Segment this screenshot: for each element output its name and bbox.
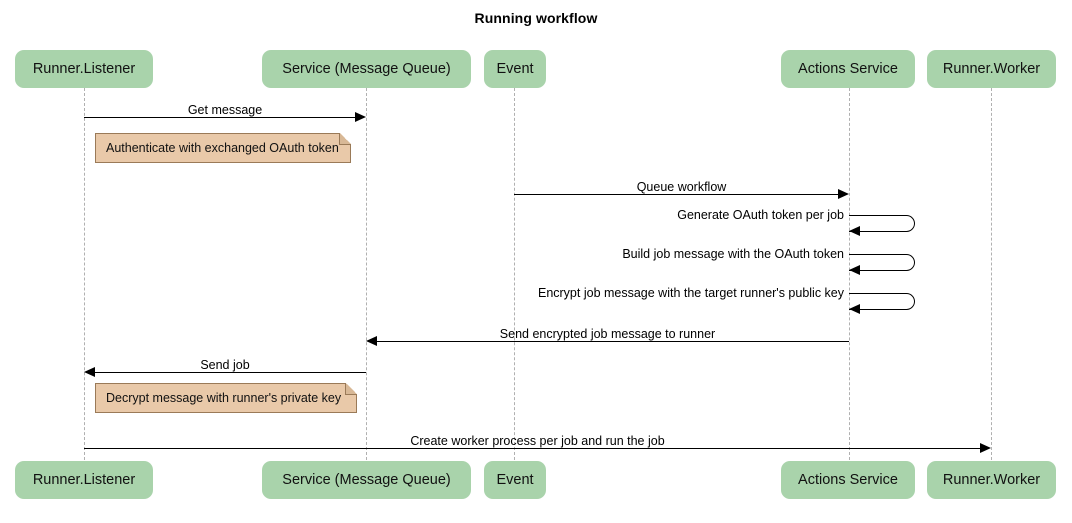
lifeline-runner-worker — [991, 88, 992, 460]
participant-actions-service-bottom[interactable]: Actions Service — [781, 461, 915, 499]
participant-service-message-queue-top[interactable]: Service (Message Queue) — [262, 50, 471, 88]
page-title: Running workflow — [474, 10, 598, 26]
note-fold-corner-icon — [345, 383, 357, 395]
arrowhead-send-encrypted-job-message — [366, 336, 377, 346]
message-label-queue-workflow: Queue workflow — [636, 180, 727, 194]
arrowhead-send-job — [84, 367, 95, 377]
note-authenticate-label: Authenticate with exchanged OAuth token — [106, 141, 339, 155]
arrowhead-build-job-message — [849, 265, 860, 275]
participant-event-bottom[interactable]: Event — [484, 461, 546, 499]
selfloop-encrypt-job-message — [849, 293, 915, 310]
participant-event-top[interactable]: Event — [484, 50, 546, 88]
message-line-get-message — [84, 117, 355, 118]
note-authenticate: Authenticate with exchanged OAuth token — [95, 133, 351, 163]
message-label-encrypt-job-message: Encrypt job message with the target runn… — [537, 286, 844, 300]
lifeline-service-message-queue — [366, 88, 367, 460]
message-line-send-job — [95, 372, 366, 373]
message-line-send-encrypted-job-message — [377, 341, 849, 342]
message-label-create-worker-process: Create worker process per job and run th… — [410, 434, 665, 448]
lifeline-event — [514, 88, 515, 460]
note-decrypt: Decrypt message with runner's private ke… — [95, 383, 357, 413]
message-line-create-worker-process — [84, 448, 980, 449]
arrowhead-generate-oauth-token — [849, 226, 860, 236]
message-line-queue-workflow — [514, 194, 838, 195]
message-label-send-encrypted-job-message: Send encrypted job message to runner — [499, 327, 716, 341]
participant-runner-listener-bottom[interactable]: Runner.Listener — [15, 461, 153, 499]
selfloop-build-job-message — [849, 254, 915, 271]
message-label-build-job-message: Build job message with the OAuth token — [622, 247, 844, 261]
participant-runner-worker-top[interactable]: Runner.Worker — [927, 50, 1056, 88]
note-fold-corner-icon — [339, 133, 351, 145]
message-label-send-job: Send job — [200, 358, 250, 372]
arrowhead-get-message — [355, 112, 366, 122]
message-label-generate-oauth-token: Generate OAuth token per job — [677, 208, 844, 222]
participant-runner-listener-top[interactable]: Runner.Listener — [15, 50, 153, 88]
arrowhead-create-worker-process — [980, 443, 991, 453]
arrowhead-encrypt-job-message — [849, 304, 860, 314]
participant-service-message-queue-bottom[interactable]: Service (Message Queue) — [262, 461, 471, 499]
selfloop-generate-oauth-token — [849, 215, 915, 232]
message-label-get-message: Get message — [187, 103, 263, 117]
participant-runner-worker-bottom[interactable]: Runner.Worker — [927, 461, 1056, 499]
lifeline-runner-listener — [84, 88, 85, 460]
arrowhead-queue-workflow — [838, 189, 849, 199]
participant-actions-service-top[interactable]: Actions Service — [781, 50, 915, 88]
note-decrypt-label: Decrypt message with runner's private ke… — [106, 391, 342, 405]
